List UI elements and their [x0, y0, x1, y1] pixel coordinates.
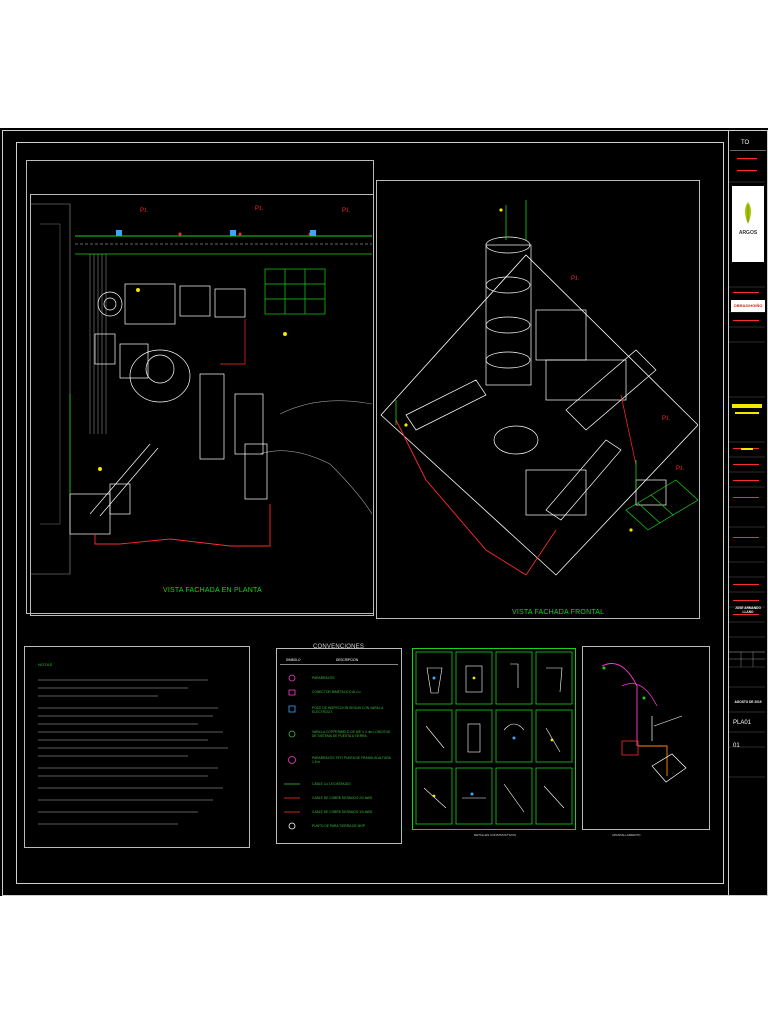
- argos-logo-text: ARGOS: [738, 230, 758, 236]
- details-caption: DETALLES CONSTRUCTIVOS: [474, 833, 516, 837]
- front-view-frame: [376, 180, 700, 619]
- svg-text:P.I.: P.I.: [571, 276, 580, 282]
- shielding-drawing: [601, 663, 687, 783]
- convention-item: VARILLA COPPERWELD DE 5/8" x 2.4m LONGIT…: [312, 730, 391, 738]
- details-grid: [415, 651, 573, 825]
- convention-item: CABLE Cu 1/0 DESNUDO: [312, 782, 351, 786]
- conventions-header-description: DESCRIPCION: [336, 658, 359, 662]
- title-block-lines: [729, 158, 765, 778]
- tb-rule: [730, 150, 766, 151]
- conventions-header-rule: [280, 664, 398, 665]
- conventions-title: CONVENCIONES: [313, 644, 365, 650]
- convention-item: CABLE DE COBRE DESNUDO 1/0 AWG: [312, 810, 373, 814]
- front-view-drawing: P.I. P.I. P.I.: [380, 200, 698, 576]
- notes-panel: [24, 646, 250, 848]
- date-label: AGOSTO DE 2019: [734, 700, 762, 704]
- argos-leaf-icon: [745, 202, 751, 224]
- notes-text-lines: [38, 679, 228, 825]
- designer-name: JOSE ARMANDO LLANO: [735, 606, 761, 614]
- svg-text:P.I.: P.I.: [676, 466, 685, 472]
- front-view-title: VISTA FACHADA FRONTAL: [512, 609, 605, 616]
- conventions-symbols: [284, 674, 300, 830]
- convention-item: CONECTOR BIMETALICO Al-Cu: [312, 690, 361, 694]
- sheet-number: 01: [733, 743, 740, 749]
- svg-text:P.I.: P.I.: [140, 208, 149, 214]
- shielding-panel: [582, 646, 710, 830]
- sheet-code: PLA01: [733, 720, 752, 726]
- svg-text:P.I.: P.I.: [342, 208, 351, 214]
- argos-logo: ARGOS: [732, 186, 764, 262]
- convention-item: POZO DE INSPECCION SEGUN CON VARILLA ELE…: [312, 706, 384, 714]
- conventions-header-symbol: SIMBOLO: [286, 658, 301, 662]
- title-block-header: TO: [741, 140, 750, 146]
- convention-item: CABLE DE COBRE DESNUDO 2/0 AWG: [312, 796, 373, 800]
- plan-view-title: VISTA FACHADA EN PLANTA: [163, 587, 262, 594]
- convention-item: PARARRAYOS TIPO PUNTA DE FRANKLIN ALTURA…: [312, 756, 391, 764]
- inner-border: [16, 142, 724, 884]
- drawing-sheet: P.I. P.I. P.I.: [0, 128, 768, 896]
- plan-view-panel: [30, 194, 374, 616]
- details-panel: [412, 648, 576, 830]
- shielding-caption: APANTALLAMIENTO: [612, 833, 641, 837]
- plan-view-drawing: P.I. P.I. P.I.: [30, 203, 372, 575]
- svg-text:P.I.: P.I.: [662, 416, 671, 422]
- notes-title: NOTAS: [38, 662, 53, 667]
- convention-item: PARARRAYOS: [312, 676, 335, 680]
- company-logo-text: OBRAS/HGIÑO: [733, 303, 763, 308]
- conventions-panel: [276, 648, 402, 844]
- convention-item: PUNTO DE PARA TIERRA DE MOP: [312, 824, 366, 828]
- svg-text:P.I.: P.I.: [255, 206, 264, 212]
- company-logo: OBRAS/HGIÑO: [731, 300, 765, 312]
